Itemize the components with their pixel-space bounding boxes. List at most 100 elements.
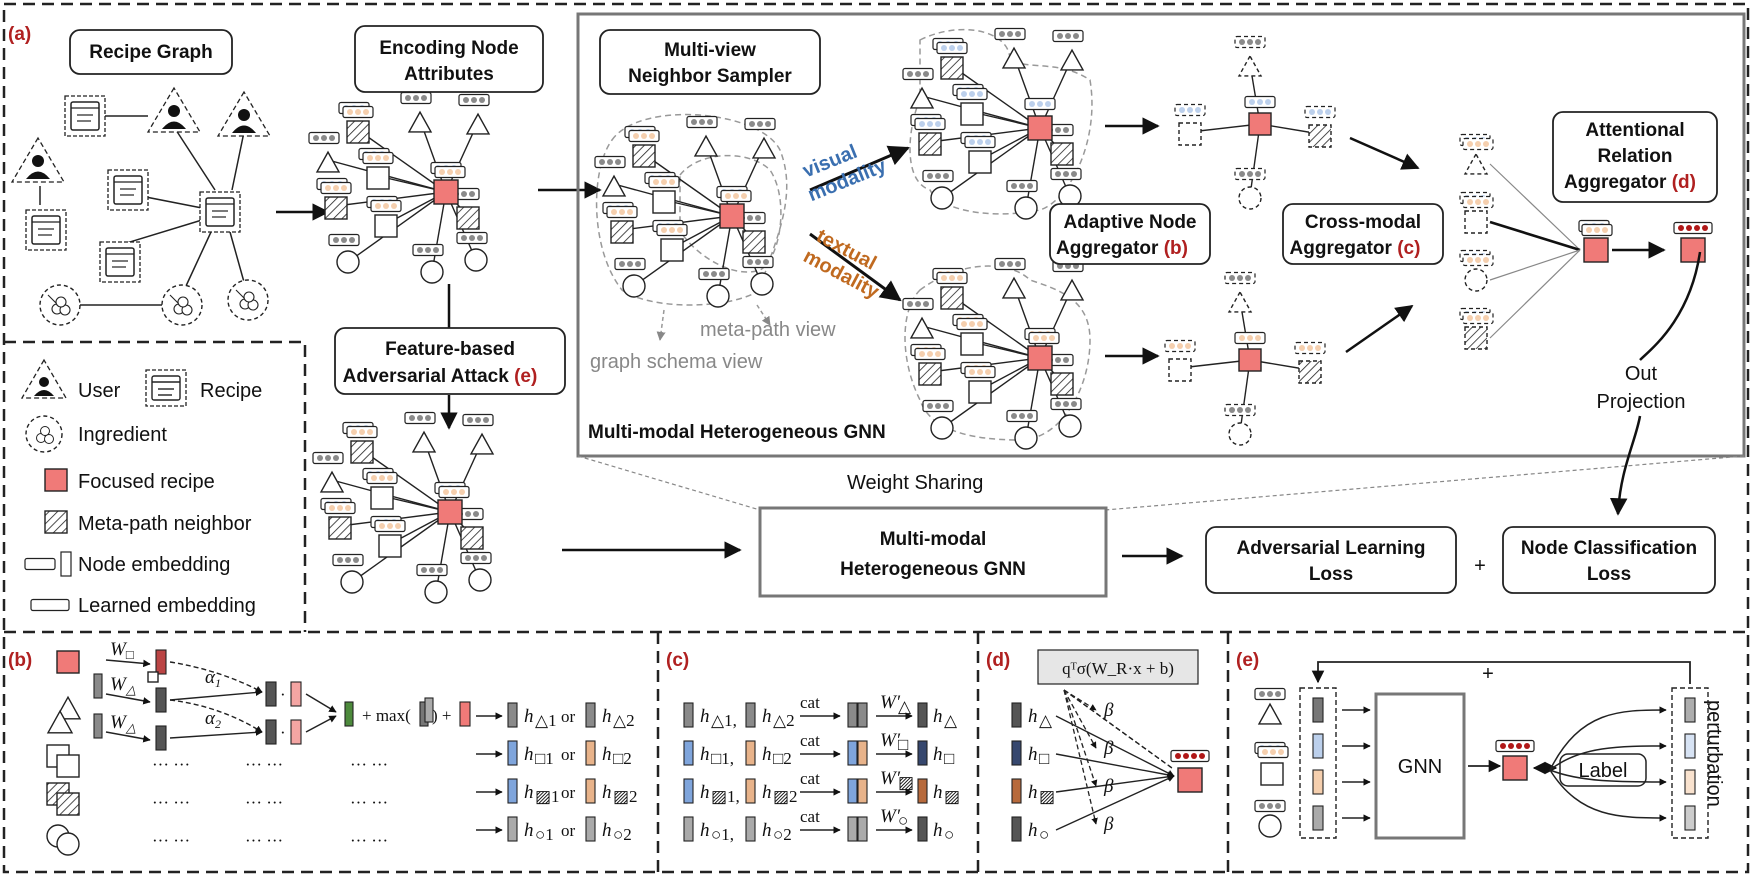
ingredient-node [336,250,360,274]
embedding-dot [943,173,949,179]
c-in-bar [683,816,694,842]
c-sub-b: ○2 [773,825,792,844]
embedding-dot [375,155,381,161]
d-in-bar [1011,740,1022,766]
embedding-dot [1015,31,1021,37]
embedding-dot [1255,335,1261,341]
b-w3: W△ [110,712,136,735]
out-projection-arrow [1639,251,1702,361]
legend-berry [40,426,50,436]
e-perturb-bar [1684,805,1696,831]
c-out-sub: ○ [944,825,954,844]
embedding-dot [1055,401,1061,407]
embedding-dot [341,237,347,243]
attention-edge [1489,249,1581,339]
legend-node-embedding-bar [60,551,72,577]
cross-title-1: Cross-modal [1305,212,1421,233]
focused-recipe-node [437,499,463,525]
recipe-card-icon [70,101,100,131]
d-sub: △ [1039,711,1053,730]
d-arrow [1055,775,1175,831]
focused-recipe-node [1027,115,1053,141]
user-node [1059,278,1085,301]
meta-path-node [742,230,766,254]
stem-icon [47,294,57,304]
panel-tag-b: (b) [8,650,32,671]
embedding-dot [443,489,449,495]
embedding-dot [1508,743,1514,749]
focused-recipe-node [1248,112,1272,136]
ingredient-node [1014,426,1038,450]
embedding-dot [329,505,335,511]
d-label: h [1028,782,1038,803]
embedding-dot [35,602,41,608]
embedding-dot [1179,107,1185,113]
c-cat: cat [800,807,820,826]
c-label-a: h [700,820,710,841]
b-row-or: or [561,707,576,726]
b-bar [93,713,103,739]
embedding-dot [677,227,683,233]
embedding-dot [1247,335,1253,341]
user-node [1227,290,1253,313]
embedding-dot [927,173,933,179]
embedding-dot [359,429,365,435]
legend-meta-icon [44,510,68,534]
embedding-dot [977,91,983,97]
embedding-dot [1267,803,1273,809]
visual-label: visualmodality [796,132,890,206]
encoded-graph [308,91,491,284]
meta-path-node [324,196,348,220]
b-weighted-bar [290,681,302,707]
textual-arrow [809,232,902,302]
embedding-dot [1249,99,1255,105]
c-cat: cat [800,769,820,788]
embedding-dot [387,523,393,529]
user-node [909,316,935,339]
b-dots-1: ··· ··· [152,755,190,774]
c-weight-sub: △ [898,697,912,716]
schema-view-pointer [656,309,666,341]
d-sub: □ [1039,749,1049,768]
embedding-dot [325,185,331,191]
focused-recipe-node [719,203,745,229]
embedding-dot [341,185,347,191]
ingredient-node [1058,414,1082,438]
d-in-bar [1011,816,1022,842]
c-weight-sub: □ [898,735,908,754]
e-label: Label [1579,760,1628,782]
embedding-dot [473,511,479,517]
embedding-dot [375,203,381,209]
user-head-icon [32,155,44,167]
embedding-dot [433,247,439,253]
b-output-bar [459,701,471,727]
embedding-dot [627,209,633,215]
embedding-dot [1299,345,1305,351]
embedding-dot [1073,33,1079,39]
c-label-a: h [700,706,710,727]
embedding-dot [1229,275,1235,281]
embedding-dot [1191,753,1197,759]
encoding-box: Encoding Node Attributes [354,25,544,93]
embedding-dot [471,97,477,103]
embedding-dot [467,417,473,423]
b-row-sub-a: ▨1 [535,787,560,806]
b-row-or: or [561,745,576,764]
embedding-dot [1500,743,1506,749]
b-row-label-b: h [602,744,612,765]
b-attn-arrow [169,661,263,693]
user-node [411,430,437,453]
legend-learned-emb: Learned embedding [78,595,256,617]
embedding-dot [477,235,483,241]
attack-title-1: Feature-based [385,339,515,360]
output-recipe-node [1680,237,1706,263]
e-perturb-arrow [1549,769,1667,822]
embedding-dot [417,247,423,253]
b-row-sub-a: □1 [535,749,554,768]
meta-path-node [1464,326,1488,350]
embedding-dot [371,475,377,481]
e-input-box [1299,687,1337,839]
b-out-bar [155,725,167,751]
embedding-dot [943,403,949,409]
ingredient-node [930,416,954,440]
